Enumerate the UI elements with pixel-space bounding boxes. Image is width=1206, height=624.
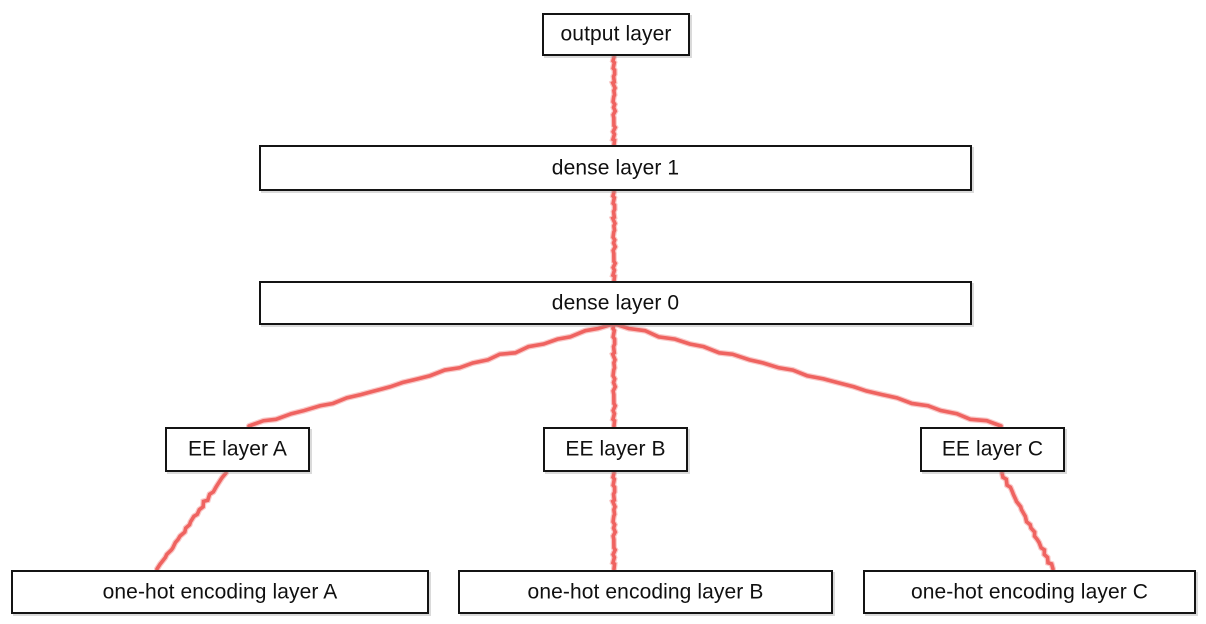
node-dense-layer-1-label: dense layer 1 — [551, 156, 680, 179]
node-ee-layer-c-label: EE layer C — [941, 437, 1044, 461]
node-dense-layer-0-label: dense layer 0 — [551, 291, 680, 314]
edge-onehot-c-to-ee-c — [999, 470, 1056, 572]
node-one-hot-encoding-layer-a-label: one-hot encoding layer A — [102, 580, 338, 603]
node-one-hot-encoding-layer-b-label: one-hot encoding layer B — [527, 580, 764, 603]
edge-ee-b-to-dense0 — [609, 321, 619, 429]
node-ee-layer-b-label: EE layer B — [565, 437, 666, 461]
node-ee-layer-a[interactable]: EE layer A — [165, 427, 310, 472]
edge-onehot-a-to-ee-a — [154, 470, 229, 572]
node-one-hot-encoding-layer-c[interactable]: one-hot encoding layer C — [863, 570, 1196, 614]
edge-dense0-to-dense1 — [608, 189, 619, 284]
edge-dense1-to-output — [608, 54, 619, 148]
node-dense-layer-1[interactable]: dense layer 1 — [259, 145, 972, 191]
edge-onehot-b-to-ee-b — [609, 470, 619, 572]
node-one-hot-encoding-layer-a[interactable]: one-hot encoding layer A — [11, 570, 429, 614]
node-one-hot-encoding-layer-c-label: one-hot encoding layer C — [910, 580, 1149, 603]
node-ee-layer-c[interactable]: EE layer C — [920, 427, 1065, 472]
node-ee-layer-b[interactable]: EE layer B — [543, 427, 688, 472]
edge-ee-c-to-dense0 — [612, 321, 1004, 429]
edge-ee-a-to-dense0 — [246, 321, 616, 429]
node-dense-layer-0[interactable]: dense layer 0 — [259, 281, 972, 325]
node-one-hot-encoding-layer-b[interactable]: one-hot encoding layer B — [458, 570, 833, 614]
node-output-layer[interactable]: output layer — [542, 13, 690, 56]
node-output-layer-label: output layer — [560, 22, 672, 46]
node-ee-layer-a-label: EE layer A — [187, 437, 288, 461]
